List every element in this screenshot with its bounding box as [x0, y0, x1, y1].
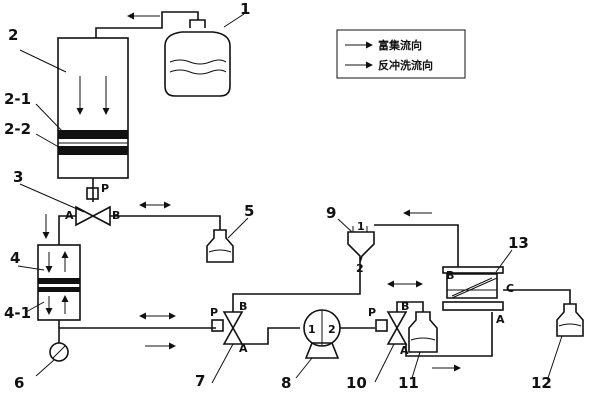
pipe-valve-3-to-bottle-5 — [110, 215, 221, 230]
filter-port-b: B — [446, 269, 454, 282]
label-9: 9 — [326, 204, 336, 222]
label-2: 2 — [8, 26, 18, 44]
leader-4 — [17, 265, 45, 271]
label-12: 12 — [531, 374, 552, 392]
leader-10 — [374, 343, 395, 383]
pipe-valve-3-to-column-4 — [58, 215, 76, 245]
leader-8 — [295, 357, 313, 379]
pipe-valve-10-to-bottle-11 — [396, 301, 424, 312]
filter-port-a: A — [496, 313, 505, 326]
leader-2-2 — [35, 133, 65, 151]
valve-10-port-b: B — [401, 300, 409, 313]
leader-4-1 — [25, 301, 45, 313]
label-11: 11 — [398, 374, 419, 392]
funnel-port-1: 1 — [357, 220, 365, 233]
valve-3-port-p: P — [101, 182, 109, 195]
pipe-filter-to-bottle-12 — [503, 289, 571, 304]
pipe-valve-7-to-funnel-9 — [232, 262, 361, 312]
label-13: 13 — [508, 234, 529, 252]
pipe-valve-7-to-pump — [242, 327, 300, 345]
valve-10-port-a: A — [400, 344, 409, 357]
membrane-layer-2-2 — [58, 146, 128, 155]
label-4-1: 4-1 — [4, 304, 31, 322]
valve-7-port-a: A — [239, 342, 248, 355]
filter-unit-13 — [442, 266, 504, 311]
valve-7-port-b: B — [239, 300, 247, 313]
funnel-port-2: 2 — [356, 262, 364, 275]
leader-7 — [211, 343, 234, 384]
label-1: 1 — [240, 0, 250, 18]
label-4: 4 — [10, 249, 20, 267]
valve-7-port-p: P — [210, 306, 218, 319]
leader-2 — [19, 49, 67, 73]
leader-5 — [227, 217, 249, 239]
label-2-1: 2-1 — [4, 90, 31, 108]
legend-box — [336, 29, 466, 79]
leader-12 — [547, 335, 563, 379]
label-10: 10 — [346, 374, 367, 392]
label-5: 5 — [244, 202, 254, 220]
pipe-filter-to-funnel-9 — [374, 224, 459, 267]
bottle-11 — [408, 311, 438, 353]
feed-bottle — [164, 19, 231, 97]
label-7: 7 — [195, 372, 205, 390]
legend-backwash-label: 反冲洗流向 — [378, 58, 433, 72]
membrane-layer-4-1 — [38, 278, 80, 284]
leader-13 — [495, 249, 513, 273]
legend-enrichment-label: 富集流向 — [378, 38, 422, 52]
funnel-9 — [347, 226, 375, 263]
label-8: 8 — [281, 374, 291, 392]
small-column-4 — [37, 244, 81, 321]
pressure-gauge-6 — [49, 342, 69, 362]
pump-port-1: 1 — [308, 323, 316, 336]
filter-port-c: C — [506, 282, 514, 295]
pipe-valve-10-to-filter-13 — [405, 312, 493, 357]
label-6: 6 — [14, 374, 24, 392]
leader-6 — [35, 359, 55, 377]
enrichment-column — [57, 37, 129, 179]
leader-1 — [223, 13, 245, 28]
leader-3 — [19, 183, 85, 213]
label-2-2: 2-2 — [4, 120, 31, 138]
pump-port-2: 2 — [328, 323, 336, 336]
valve-10 — [375, 311, 408, 345]
leader-2-1 — [35, 103, 65, 134]
leader-9 — [337, 218, 353, 233]
bottle-12 — [556, 303, 584, 337]
collection-bottle-5 — [206, 229, 234, 263]
legend: 富集流向 反冲洗流向 — [336, 29, 466, 79]
membrane-layer-2-1 — [58, 130, 128, 139]
valve-10-port-p: P — [368, 306, 376, 319]
pipe-bottle-to-column — [95, 11, 199, 38]
label-3: 3 — [13, 168, 23, 186]
